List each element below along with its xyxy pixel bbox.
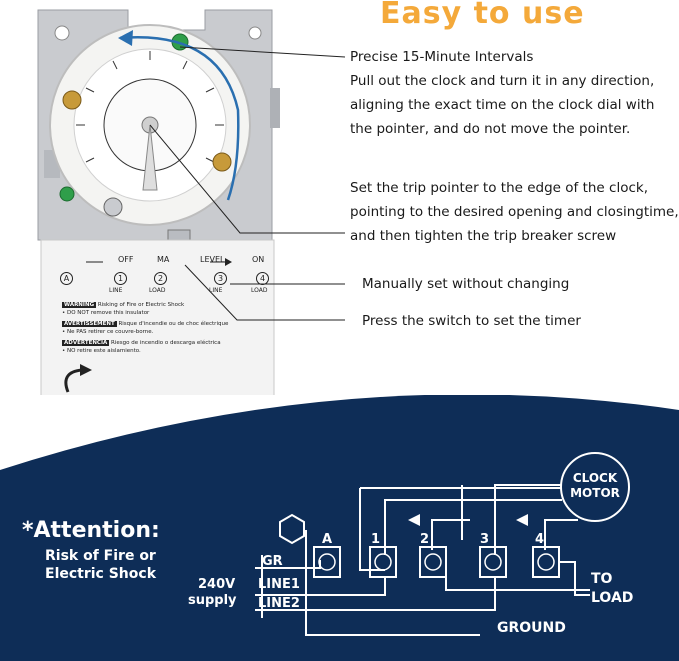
supply-voltage: 240V (198, 577, 235, 592)
device-top-label-on: ON (252, 255, 265, 264)
feature-1: Precise 15-Minute Intervals Pull out the… (350, 45, 654, 141)
warning-sub: • NO retire este aislamiento. (62, 348, 141, 354)
warning-block: ADVERTENCIA Riesgo de incendio o descarg… (62, 339, 267, 355)
device-terminal-2: 2 (154, 272, 167, 285)
warning-text: Riesgo de incendio o descarga eléctrica (111, 340, 221, 346)
feature-line: Manually set without changing (362, 276, 570, 292)
device-warnings: WARNING Risking of Fire or Electric Shoc… (62, 301, 267, 355)
device-terminal-a: A (60, 272, 73, 285)
feature-4: Press the switch to set the timer (362, 309, 581, 333)
line1-label: LINE1 (258, 577, 300, 592)
warning-block: AVERTISSEMENT Risque d'incendie ou de ch… (62, 320, 267, 336)
feature-line: Pull out the clock and turn it in any di… (350, 73, 655, 89)
line2-label: LINE2 (258, 596, 300, 611)
clock-motor-line-1: CLOCK (573, 471, 618, 485)
wiring-terminal-2: 2 (420, 532, 429, 547)
warning-sub: • Ne PAS retirer ce couvre-borne. (62, 329, 154, 335)
feature-line: pointing to the desired opening and clos… (350, 204, 679, 220)
wiring-terminal-1: 1 (371, 532, 380, 547)
to-load-line-1: TO (591, 571, 613, 587)
device-top-label-level: LEVEL (200, 255, 225, 264)
to-load-line-2: LOAD (591, 590, 633, 606)
warning-text: Risque d'incendie ou de choc électrique (118, 321, 229, 327)
feature-line: the pointer, and do not move the pointer… (350, 121, 631, 137)
device-terminal-sub-load-2: LOAD (251, 287, 268, 294)
feature-line: aligning the exact time on the clock dia… (350, 97, 655, 113)
feature-2: Set the trip pointer to the edge of the … (350, 176, 679, 248)
device-terminal-sub-line-2: LINE (209, 287, 223, 294)
supply-label: supply (188, 593, 237, 608)
warning-tag: WARNING (62, 302, 97, 308)
device-terminal-sub-load: LOAD (149, 287, 166, 294)
ground-label: GROUND (497, 620, 566, 636)
feature-line: Set the trip pointer to the edge of the … (350, 180, 648, 196)
wiring-diagram: CLOCK MOTOR GR A 1 2 3 4 LINE1 LINE2 240… (0, 395, 679, 661)
warning-block: WARNING Risking of Fire or Electric Shoc… (62, 301, 267, 317)
clock-motor-line-2: MOTOR (570, 486, 620, 500)
device-terminal-row: A 1 2 3 4 LINE LOAD LINE LOAD (58, 270, 273, 298)
device-terminal-1: 1 (114, 272, 127, 285)
wiring-terminal-3: 3 (480, 532, 489, 547)
attention-line-2: Electric Shock (45, 566, 157, 582)
warning-tag: ADVERTENCIA (62, 340, 110, 346)
warning-text: Risking of Fire or Electric Shock (97, 302, 185, 308)
feature-title: Precise 15-Minute Intervals (350, 49, 534, 65)
attention-line-1: Risk of Fire or (45, 548, 156, 564)
device-top-label-ma: MA (157, 255, 170, 264)
timer-device-illustration (37, 9, 346, 395)
device-terminal-3: 3 (214, 272, 227, 285)
feature-line: Press the switch to set the timer (362, 313, 581, 329)
wiring-terminal-a: A (322, 532, 332, 547)
gr-label: GR (262, 554, 283, 569)
product-area: OFF MA LEVEL ON A 1 2 3 4 LINE LOAD LINE… (37, 0, 679, 395)
wiring-terminal-4: 4 (535, 532, 544, 547)
headline: Easy to use (380, 0, 585, 31)
warning-tag: AVERTISSEMENT (62, 321, 117, 327)
warning-sub: • DO NOT remove this insulator (62, 310, 150, 316)
attention-title: *Attention: (22, 518, 160, 543)
feature-line: and then tighten the trip breaker screw (350, 228, 617, 244)
device-terminal-sub-line: LINE (109, 287, 123, 294)
device-terminal-4: 4 (256, 272, 269, 285)
device-top-label-off: OFF (118, 255, 134, 264)
feature-3: Manually set without changing (362, 272, 569, 296)
